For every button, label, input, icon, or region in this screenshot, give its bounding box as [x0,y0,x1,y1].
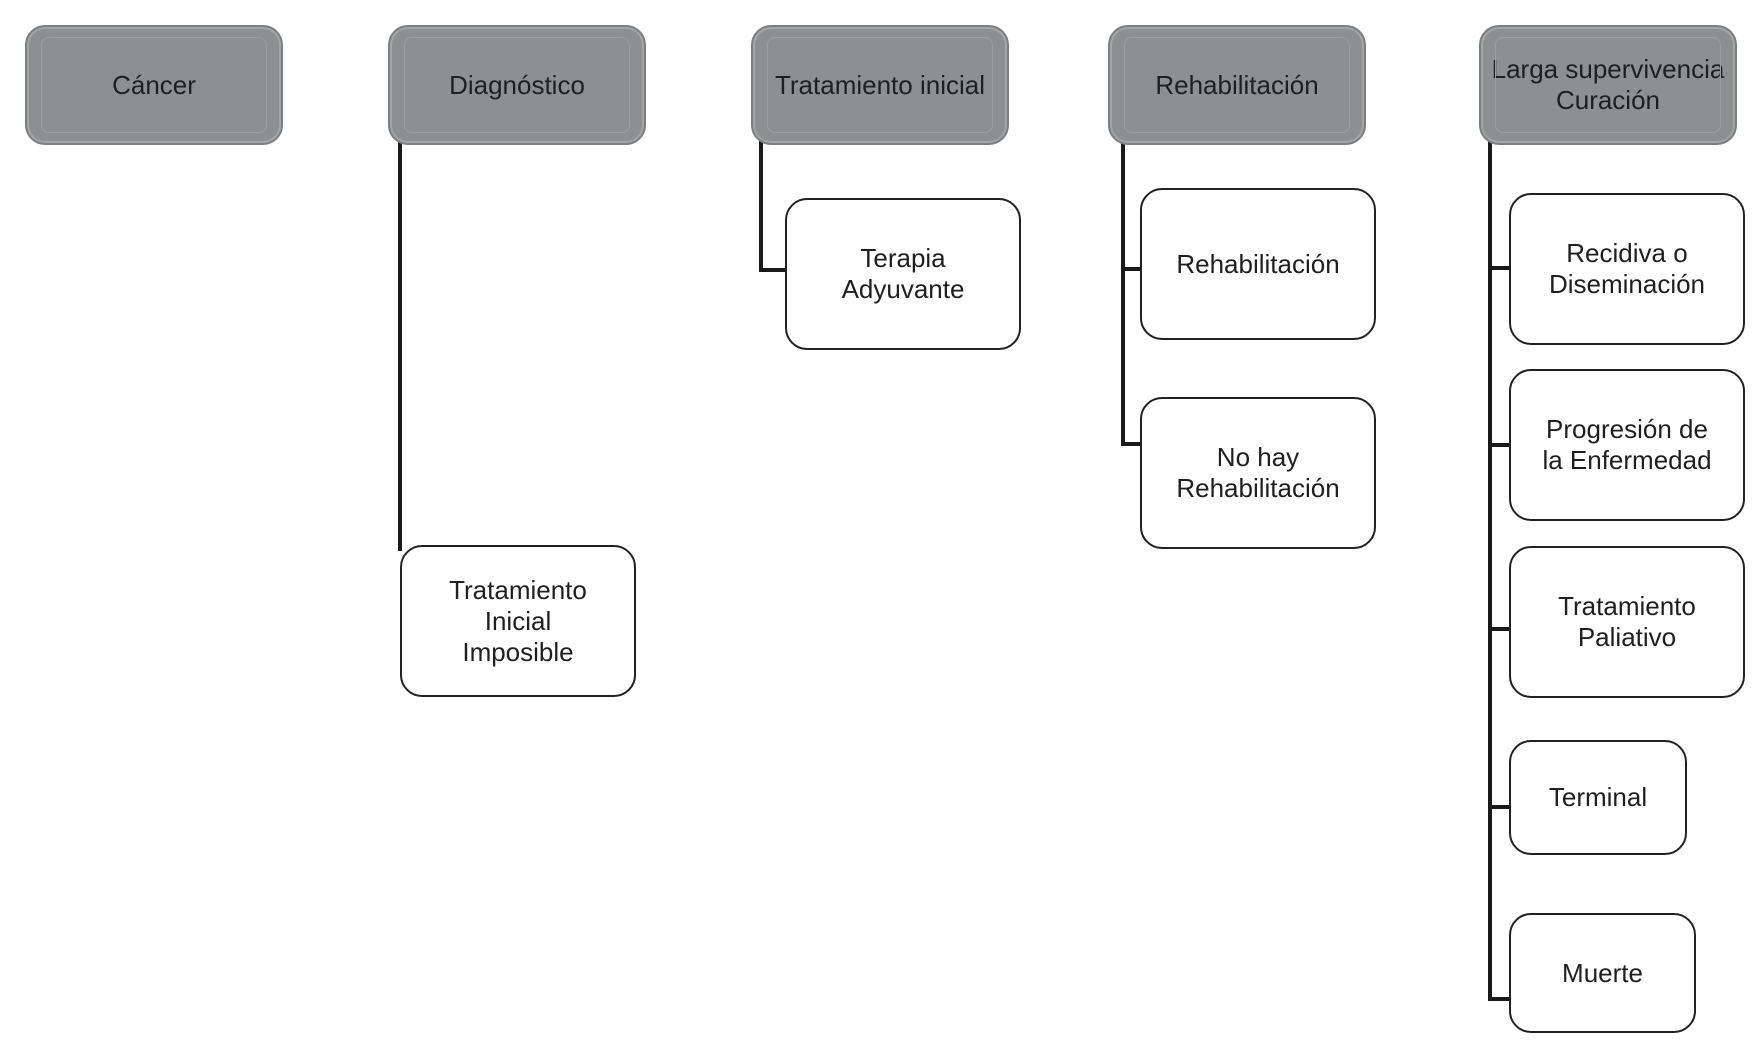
node-progresion-enfermedad: Progresión de la Enfermedad [1509,369,1745,521]
connector-no-hay-rehabilitacion-branch [1121,442,1141,446]
connector-progresion-branch [1488,443,1510,447]
connector-muerte-branch [1488,997,1510,1001]
node-no-hay-rehabilitacion: No hay Rehabilitación [1140,397,1376,549]
stage-rehabilitacion: Rehabilitación [1108,25,1366,145]
connector-terminal-branch [1488,805,1510,809]
node-muerte: Muerte [1509,913,1696,1033]
connector-paliativo-branch [1488,627,1510,631]
stage-cancer: Cáncer [25,25,283,145]
node-rehabilitacion: Rehabilitación [1140,188,1376,340]
node-recidiva-diseminacion: Recidiva o Diseminación [1509,193,1745,345]
connector-rehabilitacion-branch [1121,267,1141,271]
node-terapia-adyuvante: Terapia Adyuvante [785,198,1021,350]
connector-rehabilitacion-trunk [1121,140,1125,446]
connector-diagnostico-trunk [398,140,402,551]
node-terminal: Terminal [1509,740,1687,855]
stage-larga-supervivencia: Larga supervivencia Curación [1479,25,1737,145]
connector-tratamiento-inicial-trunk [759,140,763,272]
connector-terapia-adyuvante-branch [759,268,786,272]
node-tratamiento-inicial-imposible: Tratamiento Inicial Imposible [400,545,636,697]
connector-larga-supervivencia-trunk [1488,140,1492,1001]
connector-recidiva-branch [1488,266,1510,270]
stage-tratamiento-inicial: Tratamiento inicial [751,25,1009,145]
stage-diagnostico: Diagnóstico [388,25,646,145]
node-tratamiento-paliativo: Tratamiento Paliativo [1509,546,1745,698]
